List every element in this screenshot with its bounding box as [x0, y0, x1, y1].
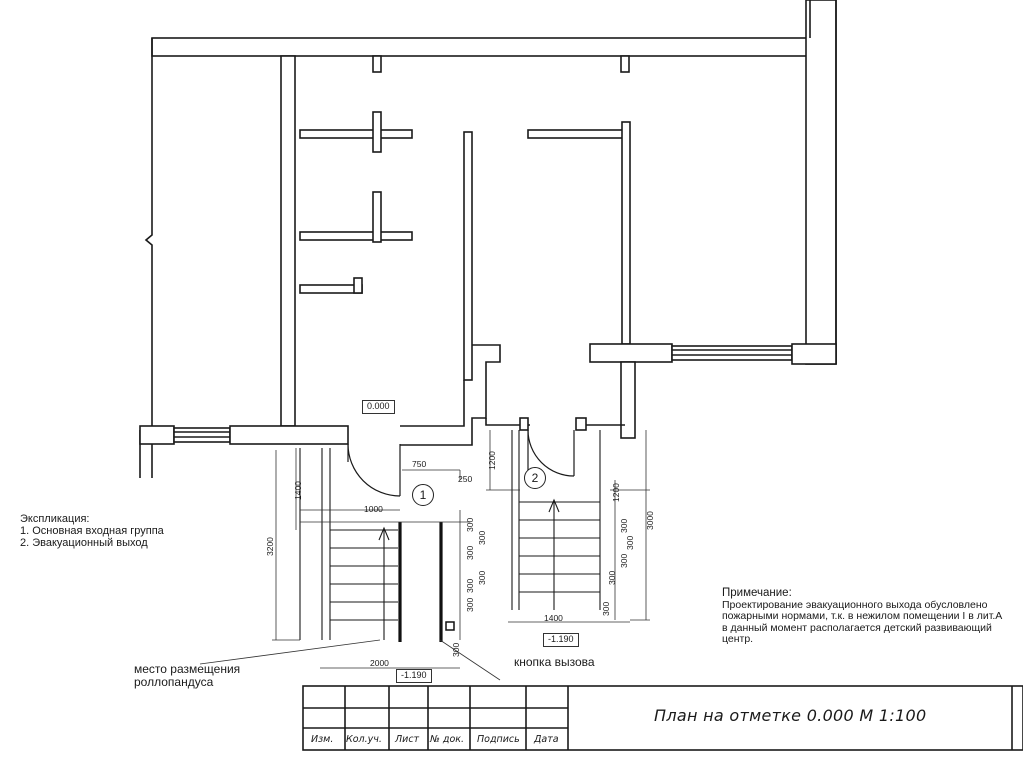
stair-2-marker: 2	[524, 467, 546, 489]
stamp-col-list: Лист	[395, 734, 420, 745]
stamp-col-kol-uch: Кол.уч.	[346, 734, 382, 745]
explication-item-2: 2. Эвакуационный выход	[20, 537, 148, 550]
dim-step-right-1: 300	[619, 518, 629, 533]
stamp-col-signature: Подпись	[477, 734, 520, 745]
sheet-title: План на отметке 0.000 М 1:100	[654, 706, 927, 725]
stair-1-number: 1	[419, 488, 427, 502]
note: Примечание: Проектирование эвакуационног…	[722, 587, 1002, 646]
dim-1000: 1000	[364, 504, 383, 514]
stamp-col-date: Дата	[534, 734, 559, 745]
stamp-col-izm: Изм.	[311, 734, 334, 745]
stair-1-marker: 1	[412, 484, 434, 506]
dim-step-right-4: 300	[607, 570, 617, 585]
dim-step-left-3: 300	[465, 545, 475, 560]
note-line-1: Проектирование эвакуационного выхода обу…	[722, 598, 988, 611]
dim-250: 250	[458, 474, 473, 484]
dim-step-right-2: 300	[625, 535, 635, 550]
note-line-4: центр.	[722, 633, 754, 646]
stair-2-number: 2	[531, 471, 539, 485]
dim-2000: 2000	[370, 658, 389, 668]
stair-2-bottom-level: -1.190	[543, 633, 579, 647]
level-mark-text: 0.000	[367, 401, 390, 411]
dim-1200-top: 1200	[487, 451, 497, 470]
note-line-3: в данный момент располагается детский ра…	[722, 621, 992, 634]
dim-3200: 3200	[265, 537, 275, 556]
note-line-2: пожарными нормами, т.к. в нежилом помеще…	[722, 610, 1003, 623]
dim-step-left-6: 300	[465, 597, 475, 612]
ramp-place-line-2: роллопандуса	[134, 675, 214, 690]
explication-item-1: 1. Основная входная группа	[20, 525, 164, 538]
note-title: Примечание:	[722, 587, 792, 599]
dim-step-left-4: 300	[477, 570, 487, 585]
stamp-col-doc-no: № док.	[430, 734, 465, 745]
ramp-place-label: место размещения роллопандуса	[134, 662, 241, 690]
stair-1-bottom-level: -1.190	[396, 669, 432, 683]
dim-1200-right: 1200	[611, 483, 621, 502]
explication: Экспликация: 1. Основная входная группа …	[20, 513, 164, 549]
dim-step-right-3: 300	[619, 553, 629, 568]
ramp-place-line-1: место размещения	[134, 662, 241, 676]
dim-1400-right: 1400	[544, 613, 563, 623]
dim-step-left-2: 300	[477, 530, 487, 545]
dim-3000: 3000	[645, 511, 655, 530]
stair-2-bottom-level-text: -1.190	[548, 634, 574, 644]
dim-step-left-1: 300	[465, 517, 475, 532]
dim-300-bottom: 300	[451, 642, 461, 657]
dim-step-left-5: 300	[465, 578, 475, 593]
stair-1-bottom-level-text: -1.190	[401, 670, 427, 680]
dim-step-right-5: 300	[601, 601, 611, 616]
explication-title: Экспликация:	[20, 513, 90, 525]
dim-750: 750	[412, 459, 427, 469]
dim-1400-left: 1400	[293, 481, 303, 500]
call-button-label: кнопка вызова	[514, 655, 595, 669]
level-mark: 0.000	[362, 400, 395, 414]
